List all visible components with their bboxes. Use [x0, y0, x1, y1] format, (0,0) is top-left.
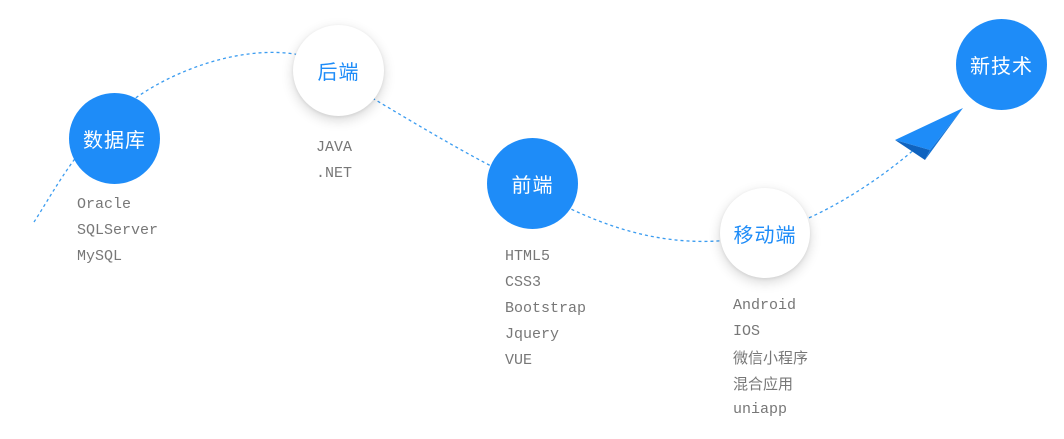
node-database-label: 数据库	[83, 128, 146, 152]
list-item: 混合应用	[733, 375, 794, 393]
list-item: SQLServer	[77, 222, 159, 239]
backend-items: JAVA .NET	[316, 135, 352, 187]
list-item: Android	[733, 297, 797, 314]
node-newtech-label: 新技术	[970, 54, 1033, 78]
list-item: JAVA	[316, 139, 353, 156]
list-item: VUE	[505, 352, 533, 369]
list-item: Oracle	[77, 196, 132, 213]
mobile-items: Android IOS 微信小程序 混合应用 uniapp	[733, 293, 808, 423]
node-frontend: 前端	[487, 138, 578, 229]
database-items: Oracle SQLServer MySQL	[77, 192, 158, 270]
list-item: IOS	[733, 323, 761, 340]
list-item: CSS3	[505, 274, 542, 291]
node-mobile: 移动端	[720, 188, 810, 278]
frontend-items: HTML5 CSS3 Bootstrap Jquery VUE	[505, 244, 586, 374]
node-backend: 后端	[293, 25, 384, 116]
list-item: HTML5	[505, 248, 551, 265]
list-item: MySQL	[77, 248, 123, 265]
list-item: Jquery	[505, 326, 560, 343]
node-frontend-label: 前端	[511, 173, 554, 197]
list-item: uniapp	[733, 401, 788, 418]
node-database: 数据库	[69, 93, 160, 184]
list-item: .NET	[316, 165, 353, 182]
paper-plane-icon	[895, 108, 963, 160]
node-backend-label: 后端	[317, 60, 360, 84]
node-mobile-label: 移动端	[733, 222, 797, 247]
list-item: Bootstrap	[505, 300, 587, 317]
list-item: 微信小程序	[733, 349, 809, 367]
node-newtech: 新技术	[956, 19, 1047, 110]
